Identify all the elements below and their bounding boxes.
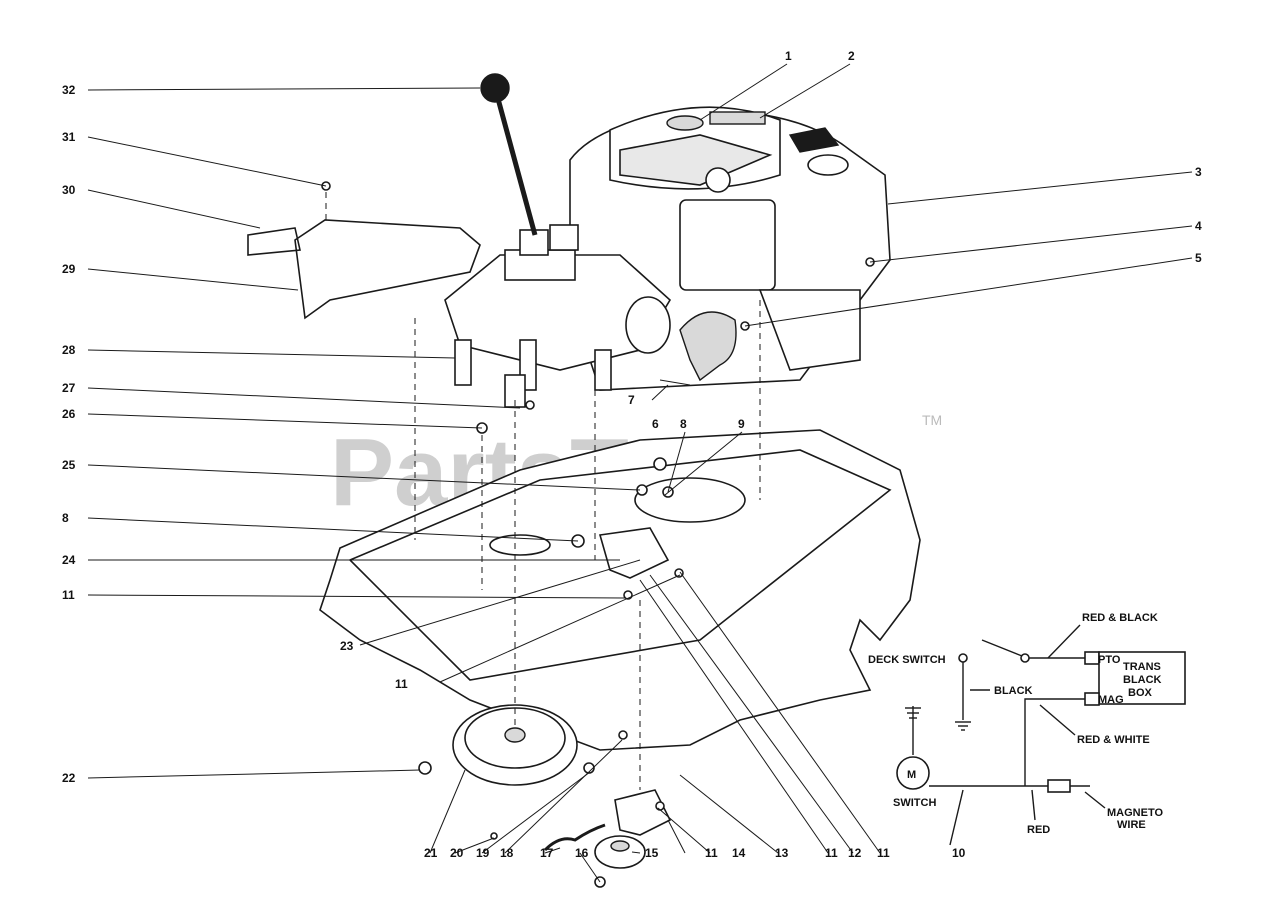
label-magneto-line2: WIRE: [1117, 819, 1146, 831]
trans-box: [1098, 651, 1186, 705]
idler-bracket: [614, 789, 672, 836]
callout-32: 32: [62, 83, 76, 97]
trademark-mark: TM: [922, 412, 942, 428]
label-box-line3: BOX: [1128, 687, 1153, 699]
mag-terminal: [1084, 692, 1100, 706]
callout-30: 30: [62, 183, 76, 197]
callout-21: 21: [424, 846, 438, 860]
callout-11b: 11: [395, 677, 408, 691]
callout-3: 3: [1195, 165, 1202, 179]
callout-17: 17: [540, 846, 554, 860]
label-box-line1: TRANS: [1123, 661, 1161, 673]
callout-5: 5: [1195, 251, 1202, 265]
callout-23: 23: [340, 639, 354, 653]
callout-9: 9: [738, 417, 745, 431]
clamp: [679, 311, 737, 382]
label-box-line2: BLACK: [1123, 674, 1162, 686]
label-deck-switch: DECK SWITCH: [868, 654, 946, 666]
callout-15: 15: [645, 846, 659, 860]
callout-19: 19: [476, 846, 490, 860]
callout-25: 25: [62, 458, 76, 472]
callout-11d: 11: [825, 846, 838, 860]
callout-1: 1: [785, 49, 792, 63]
engine: [569, 106, 891, 391]
motor-switch: [896, 756, 930, 790]
callout-11e: 11: [877, 846, 890, 860]
spring: [543, 823, 606, 852]
label-pto: PTO: [1098, 654, 1121, 666]
mower-deck: [319, 429, 921, 751]
callout-18: 18: [500, 846, 514, 860]
callout-24: 24: [62, 553, 76, 567]
callout-4: 4: [1195, 219, 1202, 233]
callout-16: 16: [575, 846, 589, 860]
callout-11c: 11: [705, 846, 718, 860]
label-red: RED: [1027, 824, 1050, 836]
pto-terminal: [1084, 651, 1100, 665]
magneto-connector: [1047, 779, 1071, 793]
transmission: [444, 224, 672, 408]
callout-27: 27: [62, 381, 76, 395]
leader-lines: [87, 63, 1193, 883]
shield: [294, 219, 481, 320]
decal: [247, 227, 301, 256]
wiring-diagram: RED & BLACK DECK SWITCH BLACK PTO TRANS …: [868, 612, 1186, 846]
callout-2: 2: [848, 49, 855, 63]
callout-12: 12: [848, 846, 862, 860]
label-switch: SWITCH: [893, 797, 936, 809]
label-red-black: RED & BLACK: [1082, 612, 1158, 624]
callout-11a: 11: [62, 588, 75, 602]
pulley-large: [452, 704, 578, 786]
callout-20: 20: [450, 846, 464, 860]
pivot-bracket: [598, 527, 670, 579]
callout-10: 10: [952, 846, 966, 860]
label-magneto-line1: MAGNETO: [1107, 807, 1163, 819]
label-black: BLACK: [994, 685, 1033, 697]
callout-22: 22: [62, 771, 76, 785]
label-m: M: [907, 769, 916, 781]
callout-29: 29: [62, 262, 76, 276]
label-red-white: RED & WHITE: [1077, 734, 1150, 746]
callout-numbers: 1 2 3 4 5 6 7 8 8 9 10 11 11 11 11 11 11…: [62, 49, 1202, 860]
callout-8b: 8: [62, 511, 69, 525]
callout-31: 31: [62, 130, 76, 144]
callout-7: 7: [628, 393, 635, 407]
assembly-lines: [325, 192, 761, 790]
callout-13: 13: [775, 846, 789, 860]
shift-lever: [480, 73, 538, 236]
label-mag: MAG: [1098, 694, 1124, 706]
callout-14: 14: [732, 846, 746, 860]
callout-26: 26: [62, 407, 76, 421]
callout-28: 28: [62, 343, 76, 357]
pulley-idler: [594, 835, 646, 869]
callout-8a: 8: [680, 417, 687, 431]
callout-6: 6: [652, 417, 659, 431]
